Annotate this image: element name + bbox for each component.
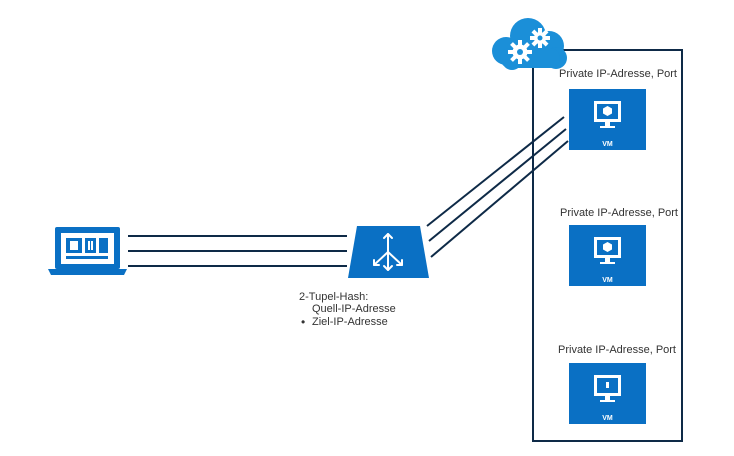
backend-link-line	[428, 128, 567, 242]
vm-icon	[594, 237, 621, 264]
backend-connection-lines	[426, 116, 569, 258]
vm-badge: VM	[602, 415, 613, 422]
vm-tile-1: VM	[569, 89, 646, 150]
vm-badge: VM	[602, 277, 613, 284]
vm-label-2: Private IP-Adresse, Port	[560, 207, 678, 219]
backend-link-line	[426, 116, 565, 227]
vm-icon	[594, 375, 621, 402]
vm-badge: VM	[602, 141, 613, 148]
backend-link-line	[430, 140, 569, 258]
client-connection-lines	[128, 235, 347, 267]
laptop-icon	[48, 227, 127, 275]
vm-tile-3: VM	[569, 363, 646, 424]
hash-item: Ziel-IP-Adresse	[301, 316, 396, 329]
hash-list: Quell-IP-Adresse Ziel-IP-Adresse	[301, 303, 396, 329]
vm-label-3: Private IP-Adresse, Port	[558, 344, 676, 356]
hash-title: 2-Tupel-Hash:	[299, 291, 369, 303]
cloud-gear-icon	[492, 18, 567, 70]
vm-label-1: Private IP-Adresse, Port	[559, 68, 677, 80]
vm-tile-2: VM	[569, 225, 646, 286]
load-balancer-icon	[348, 226, 429, 278]
backend-pool-box	[532, 49, 683, 442]
hash-item: Quell-IP-Adresse	[312, 303, 396, 315]
vm-icon	[594, 101, 621, 128]
